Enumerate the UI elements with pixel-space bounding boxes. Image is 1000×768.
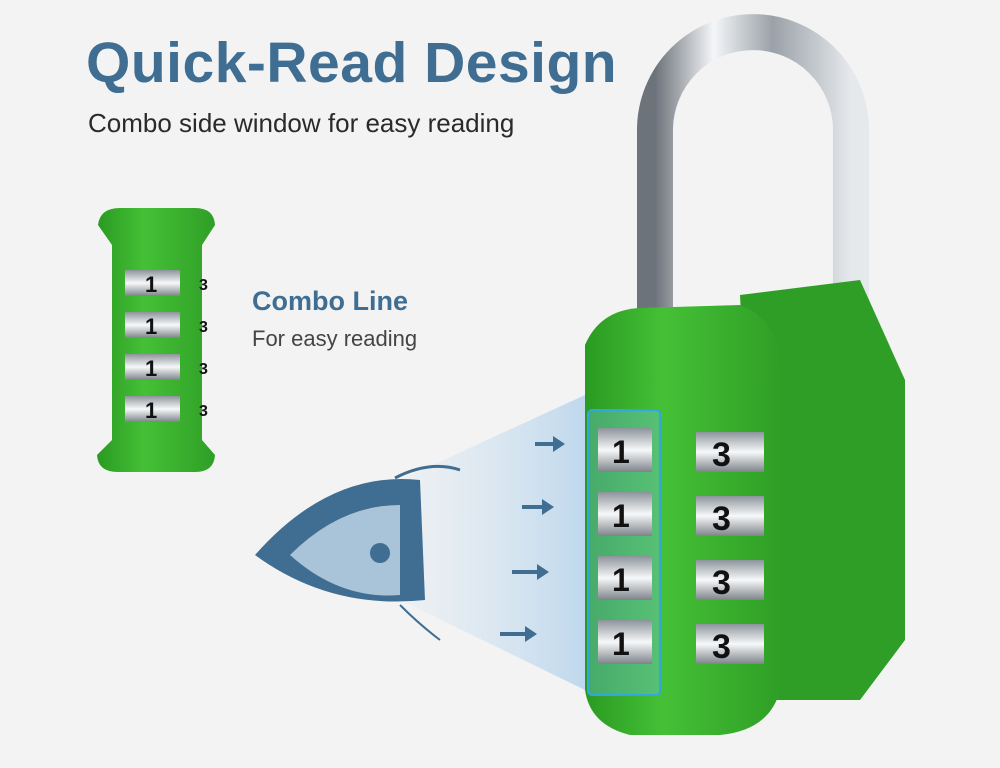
callout-subtitle: For easy reading bbox=[252, 326, 418, 351]
front-digit: 3 bbox=[712, 500, 731, 538]
cylinder-side-digit: 3 bbox=[199, 277, 208, 294]
arrow-icon bbox=[500, 436, 565, 642]
page-title: Quick-Read Design bbox=[86, 31, 618, 95]
eye-icon bbox=[255, 464, 461, 641]
front-digit: 3 bbox=[712, 564, 731, 602]
sight-beam bbox=[400, 395, 585, 690]
window-digit: 1 bbox=[612, 562, 630, 598]
cylinder-side-digit: 3 bbox=[199, 319, 208, 336]
cylinder-side-digit: 3 bbox=[199, 403, 208, 420]
front-digit: 3 bbox=[712, 628, 731, 666]
cylinder-digit: 1 bbox=[145, 356, 157, 381]
front-wheels bbox=[696, 432, 764, 664]
shackle bbox=[637, 14, 869, 330]
cylinder-digit: 1 bbox=[145, 398, 157, 423]
combo-cylinder bbox=[97, 208, 215, 472]
window-digit: 1 bbox=[612, 498, 630, 534]
window-digit: 1 bbox=[612, 626, 630, 662]
page-subtitle: Combo side window for easy reading bbox=[88, 108, 515, 138]
cylinder-digit: 1 bbox=[145, 272, 157, 297]
cylinder-side-digit: 3 bbox=[199, 361, 208, 378]
cylinder-digit: 1 bbox=[145, 314, 157, 339]
callout-title: Combo Line bbox=[252, 286, 408, 316]
front-digit: 3 bbox=[712, 436, 731, 474]
window-wheels bbox=[598, 428, 652, 664]
window-digit: 1 bbox=[612, 434, 630, 470]
